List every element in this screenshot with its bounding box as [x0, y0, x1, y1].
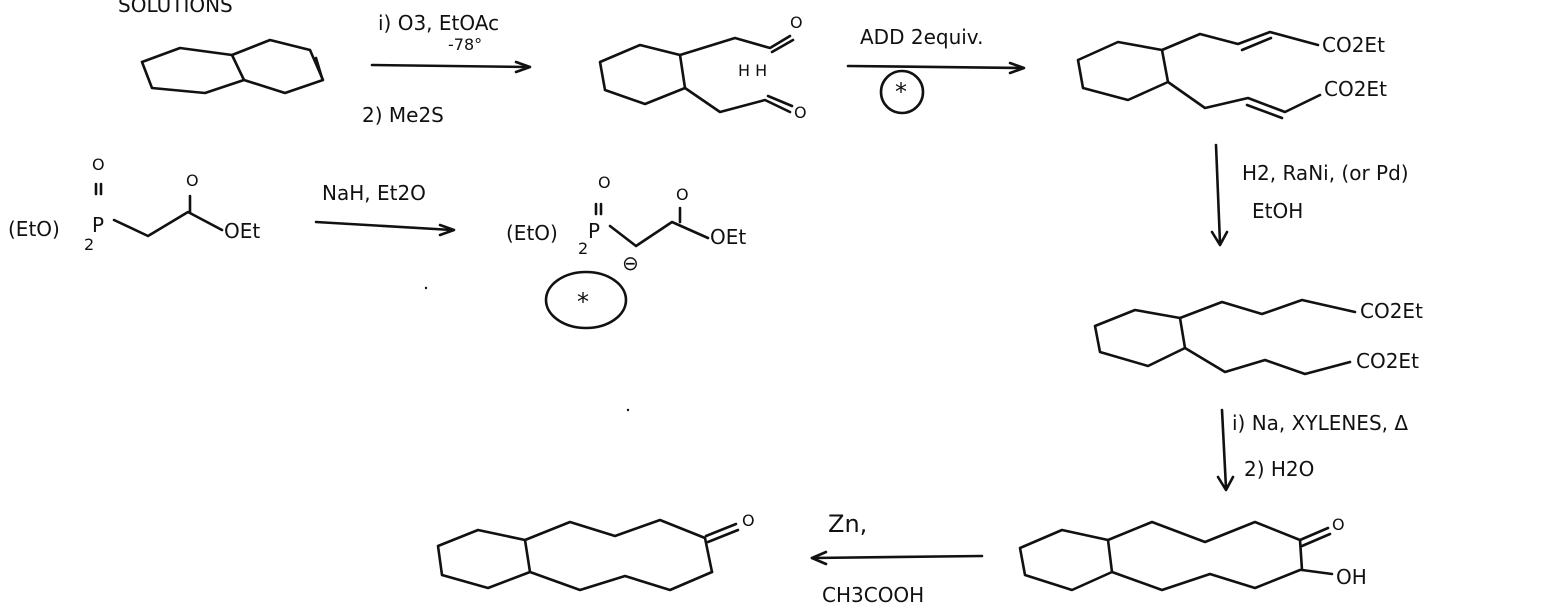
carbanion-ester: OEt [710, 225, 746, 249]
step2-reagent-ref: * [895, 78, 907, 106]
step3-solvent: EtOH [1252, 199, 1303, 223]
saturated-top-label: CO2Et [1360, 299, 1423, 323]
unsaturated-diester-structure [1076, 30, 1322, 120]
phosphonate-reactant-left: (EtO) [8, 217, 60, 241]
step1-temperature: -78° [448, 35, 482, 54]
starting-alkene-structure [140, 38, 325, 95]
carbanion-subscript: 2 [578, 239, 588, 258]
saturated-bottom-label: CO2Et [1356, 349, 1419, 373]
carbanion-bonds [544, 202, 710, 330]
saturated-diester-structure [1093, 298, 1357, 376]
step1-condition-1: i) O3, EtOAc [378, 11, 499, 35]
stray-mark [626, 408, 630, 412]
step5-arrow [810, 550, 984, 566]
phosphonate-subscript: 2 [84, 235, 94, 254]
diester-bottom-label: CO2Et [1324, 77, 1387, 101]
carbanion-phosphorus: P [588, 219, 600, 243]
step1-arrow [370, 60, 532, 74]
ketone-structure [436, 518, 740, 592]
acyloin-oh-label: OH [1336, 565, 1367, 589]
dialdehyde-structure [598, 34, 795, 114]
dialdehyde-h-labels: H H [738, 61, 767, 80]
phosphonate-base-arrow [314, 220, 456, 237]
acyloin-o-label: O [1332, 515, 1345, 534]
diester-top-label: CO2Et [1322, 33, 1385, 57]
phosphonate-base: NaH, Et2O [322, 181, 426, 205]
dialdehyde-o-top: O [790, 13, 803, 32]
step3-reagent: H2, RaNi, (or Pd) [1242, 161, 1409, 185]
step1-condition-2: 2) Me2S [362, 103, 444, 127]
step2-arrow [846, 61, 1026, 115]
carbanion-carbonyl-oxygen: O [676, 185, 689, 204]
step5-reagent-1: Zn, [828, 510, 867, 538]
phosphonate-phosphorus: P [92, 213, 104, 237]
carbanion-reactant-left: (EtO) [506, 221, 558, 245]
step2-reagent: ADD 2equiv. [860, 25, 983, 49]
carbanion-label: * [577, 288, 589, 316]
step5-reagent-2: CH3COOH [822, 583, 924, 607]
step4-condition-1: i) Na, XYLENES, Δ [1232, 411, 1408, 435]
stray-mark [424, 286, 428, 290]
dialdehyde-o-bottom: O [794, 103, 807, 122]
phosphonate-carbonyl-oxygen: O [186, 171, 199, 190]
acyloin-structure [1018, 520, 1334, 592]
phosphonate-ester: OEt [224, 219, 260, 243]
phosphonate-bonds [94, 182, 224, 238]
phosphonate-p-oxygen: O [92, 155, 105, 174]
step3-arrow [1210, 143, 1229, 247]
carbanion-p-oxygen: O [598, 173, 611, 192]
step4-arrow [1216, 408, 1235, 492]
header-fragment: SOLUTIONS [118, 0, 233, 17]
ketone-o-label: O [742, 511, 755, 530]
step4-condition-2: 2) H2O [1244, 457, 1314, 481]
carbanion-anion-sign: ⊖ [622, 251, 639, 275]
